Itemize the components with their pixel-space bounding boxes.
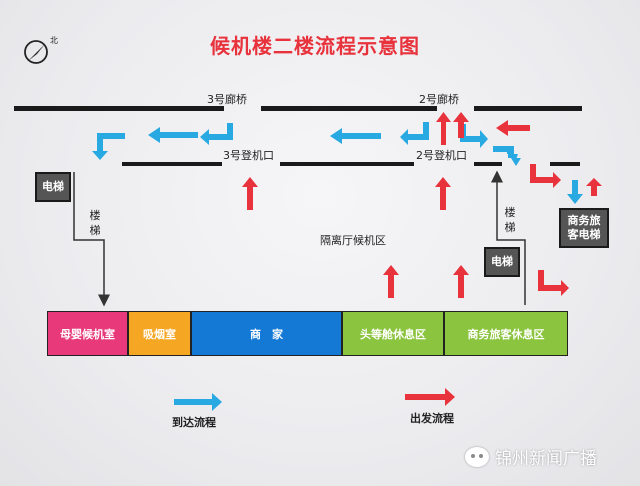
stairs-label-right: 楼梯 bbox=[504, 206, 516, 234]
elevator-left: 电梯 bbox=[35, 172, 71, 202]
arrival-arrows bbox=[92, 122, 583, 204]
elevator-business: 商务旅客电梯 bbox=[559, 208, 609, 248]
stairs-line-right bbox=[491, 170, 526, 305]
north-label: 北 bbox=[50, 36, 58, 45]
page-title: 候机楼二楼流程示意图 bbox=[210, 34, 420, 58]
watermark-text: 锦州新闻广播 bbox=[495, 449, 597, 469]
elevator-middle: 电梯 bbox=[484, 247, 520, 277]
stairs-line-left bbox=[73, 172, 110, 307]
gate2-label: 2号登机口 bbox=[416, 149, 467, 162]
stairs-label-left: 楼梯 bbox=[89, 209, 101, 237]
departure-arrows bbox=[242, 112, 602, 298]
bridge-wall-right bbox=[474, 106, 582, 111]
waiting-area-label: 隔离厅候机区 bbox=[320, 234, 386, 247]
gate-wall-right bbox=[474, 162, 502, 166]
bridge-wall-left bbox=[14, 106, 224, 111]
room-first-class: 头等舱休息区 bbox=[342, 311, 444, 356]
gate-wall-center bbox=[280, 162, 414, 166]
gate-wall-left bbox=[122, 162, 222, 166]
wechat-icon bbox=[465, 446, 489, 467]
room-business: 商务旅客休息区 bbox=[444, 311, 568, 356]
watermark: 锦州新闻广播 bbox=[465, 444, 597, 469]
compass-icon bbox=[24, 40, 48, 64]
room-nursery: 母婴候机室 bbox=[47, 311, 128, 356]
bridge3-label: 3号廊桥 bbox=[207, 93, 247, 106]
room-shops: 商 家 bbox=[191, 311, 342, 356]
bridge-wall-center bbox=[261, 106, 437, 111]
departure-legend-arrow bbox=[405, 388, 455, 406]
arrival-legend-label: 到达流程 bbox=[172, 416, 216, 429]
room-smoking: 吸烟室 bbox=[128, 311, 191, 356]
gate3-label: 3号登机口 bbox=[223, 149, 274, 162]
arrival-legend-arrow bbox=[174, 393, 222, 411]
gate-wall-far-right bbox=[550, 162, 580, 166]
departure-legend-label: 出发流程 bbox=[410, 412, 454, 425]
bridge2-label: 2号廊桥 bbox=[419, 93, 459, 106]
